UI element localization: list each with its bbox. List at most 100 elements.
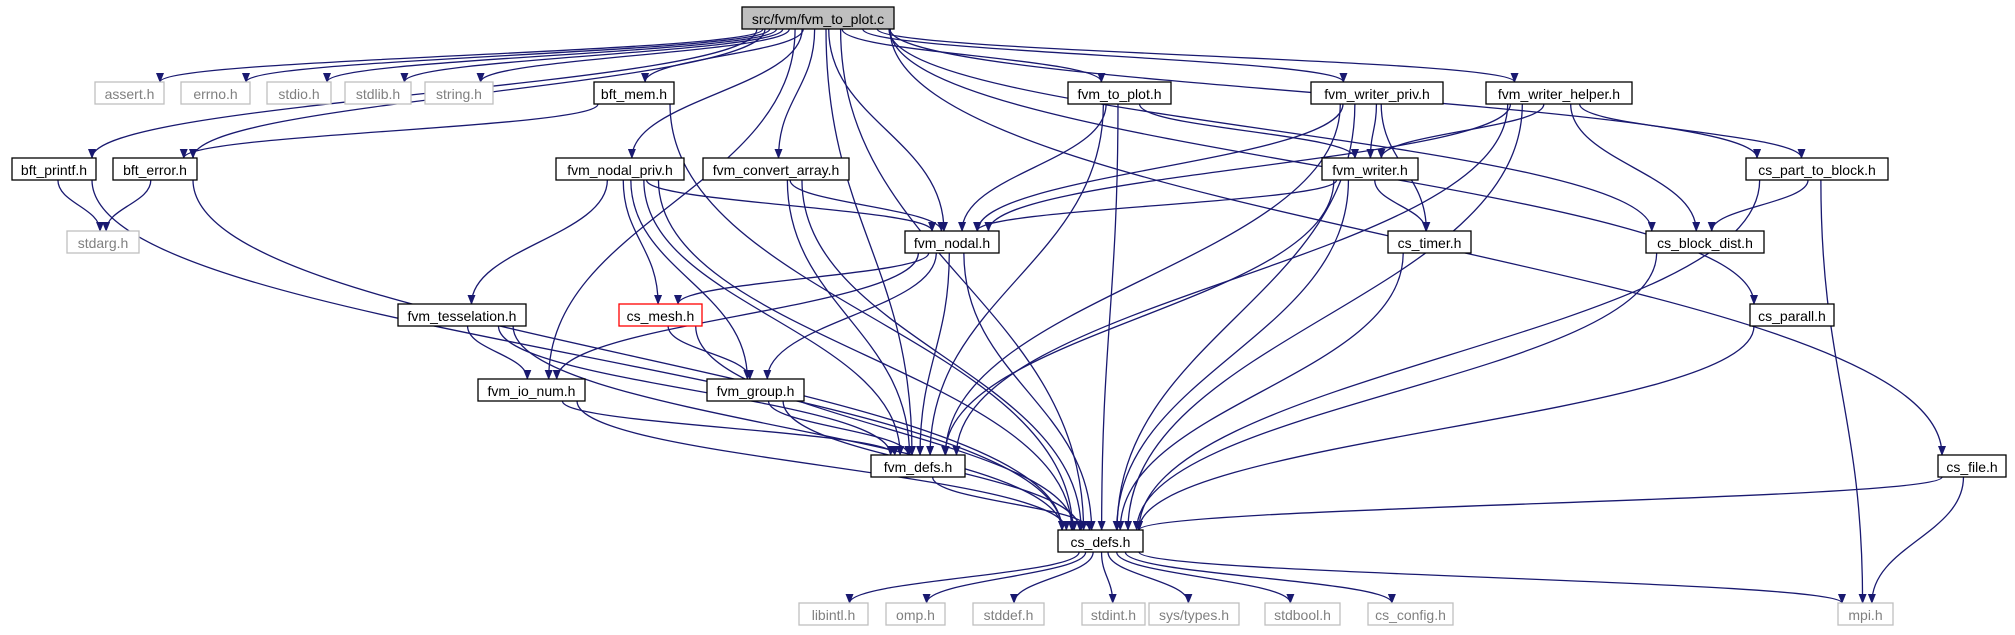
edge-cs-timer-to-cs-defs xyxy=(1116,252,1404,531)
node-label: sys/types.h xyxy=(1159,607,1229,623)
node-fvm-writer[interactable]: fvm_writer.h xyxy=(1321,157,1419,181)
node-label: fvm_writer_helper.h xyxy=(1498,86,1620,102)
edge-cs-defs-to-mpi xyxy=(1138,551,1846,604)
edge-cs-defs-to-omp xyxy=(922,551,1087,604)
node-cs-defs[interactable]: cs_defs.h xyxy=(1057,529,1144,553)
node-fvm-defs[interactable]: fvm_defs.h xyxy=(870,454,966,478)
node-box xyxy=(1081,602,1146,626)
node-label: fvm_writer_priv.h xyxy=(1324,86,1430,102)
edge-fvm-nodal-to-fvm-group xyxy=(763,252,937,380)
edge-root-to-stdlib xyxy=(400,28,784,83)
node-label: cs_timer.h xyxy=(1398,235,1462,251)
node-box xyxy=(1321,157,1419,181)
node-cs-timer[interactable]: cs_timer.h xyxy=(1387,230,1472,254)
node-label: assert.h xyxy=(105,86,155,102)
node-bft-error[interactable]: bft_error.h xyxy=(112,157,198,181)
node-fvm-nodal-priv[interactable]: fvm_nodal_priv.h xyxy=(555,157,685,181)
edge-cs-part-to-block-to-mpi xyxy=(1820,179,1867,604)
edge-fvm-tesselation-to-cs-defs xyxy=(512,325,1067,531)
node-box xyxy=(798,602,869,626)
node-bft-mem[interactable]: bft_mem.h xyxy=(593,81,675,105)
edge-fvm-group-to-fvm-defs xyxy=(767,400,913,456)
node-fvm-nodal[interactable]: fvm_nodal.h xyxy=(904,230,1000,254)
edge-fvm-io-num-to-cs-defs xyxy=(576,400,1071,531)
node-cs-block-dist[interactable]: cs_block_dist.h xyxy=(1645,230,1765,254)
node-box xyxy=(885,602,946,626)
edge-fvm-to-plot-h-to-fvm-defs xyxy=(926,103,1105,456)
node-stdint: stdint.h xyxy=(1081,602,1146,626)
node-cs-part-to-block[interactable]: cs_part_to_block.h xyxy=(1745,157,1889,181)
edge-fvm-nodal-priv-to-fvm-defs xyxy=(643,179,905,456)
edge-fvm-nodal-priv-to-cs-mesh xyxy=(622,179,663,305)
edge-fvm-writer-priv-to-cs-defs xyxy=(1113,103,1356,531)
node-label: bft_printf.h xyxy=(21,162,87,178)
node-label: cs_defs.h xyxy=(1071,534,1131,550)
edge-fvm-writer-to-fvm-nodal xyxy=(973,179,1338,232)
edge-root-to-fvm-to-plot-h xyxy=(841,28,1106,83)
edge-root-to-bft-mem xyxy=(641,28,804,83)
node-box xyxy=(1057,529,1144,553)
edge-fvm-writer-helper-to-fvm-writer xyxy=(1377,103,1545,159)
edge-fvm-to-plot-h-to-cs-defs xyxy=(1097,103,1119,531)
edge-root-to-string xyxy=(476,28,790,83)
edge-fvm-nodal-to-cs-defs xyxy=(963,252,1096,531)
edge-fvm-writer-helper-to-cs-defs xyxy=(1124,103,1523,531)
node-label: cs_file.h xyxy=(1946,459,1997,475)
node-fvm-writer-helper[interactable]: fvm_writer_helper.h xyxy=(1485,81,1633,105)
node-stddef: stddef.h xyxy=(972,602,1045,626)
node-fvm-io-num[interactable]: fvm_io_num.h xyxy=(477,378,586,402)
node-box xyxy=(1310,81,1444,105)
edge-root-to-fvm-writer-helper xyxy=(876,28,1519,83)
node-label: stdbool.h xyxy=(1274,607,1331,623)
edge-cs-defs-to-stdbool xyxy=(1116,551,1295,604)
edge-fvm-tesselation-to-fvm-io-num xyxy=(466,325,532,380)
node-box xyxy=(706,378,805,402)
edge-fvm-to-plot-h-to-fvm-nodal xyxy=(958,103,1107,232)
edge-root-to-fvm-convert-array xyxy=(774,28,816,159)
node-label: string.h xyxy=(436,86,482,102)
node-box xyxy=(1367,602,1454,626)
node-label: stdio.h xyxy=(278,86,319,102)
edge-fvm-io-num-to-fvm-defs xyxy=(561,400,899,456)
node-string: string.h xyxy=(424,81,494,105)
node-label: mpi.h xyxy=(1848,607,1882,623)
edge-root-to-fvm-io-num xyxy=(544,28,796,380)
node-box xyxy=(424,81,494,105)
node-box xyxy=(112,157,198,181)
node-box xyxy=(1148,602,1240,626)
edge-root-to-fvm-defs xyxy=(825,28,916,456)
edge-cs-defs-to-stdint xyxy=(1100,551,1117,604)
edge-fvm-convert-array-to-cs-defs xyxy=(801,179,1086,531)
node-fvm-to-plot-h[interactable]: fvm_to_plot.h xyxy=(1067,81,1172,105)
node-root[interactable]: src/fvm/fvm_to_plot.c xyxy=(741,6,895,30)
node-box xyxy=(1749,303,1835,327)
node-box xyxy=(180,81,251,105)
edge-fvm-convert-array-to-fvm-nodal xyxy=(789,179,946,232)
node-box xyxy=(1485,81,1633,105)
edge-bft-error-to-cs-defs xyxy=(192,179,1066,531)
node-label: fvm_nodal_priv.h xyxy=(567,162,673,178)
node-label: stddef.h xyxy=(984,607,1034,623)
edge-root-to-cs-defs xyxy=(839,28,1088,531)
edge-root-to-cs-block-dist xyxy=(888,28,1656,232)
node-box xyxy=(555,157,685,181)
node-cs-parall[interactable]: cs_parall.h xyxy=(1749,303,1835,327)
node-label: bft_mem.h xyxy=(601,86,667,102)
node-box xyxy=(1264,602,1341,626)
node-bft-printf[interactable]: bft_printf.h xyxy=(11,157,97,181)
node-box xyxy=(94,81,165,105)
edge-fvm-to-plot-h-to-fvm-writer xyxy=(1138,103,1359,159)
node-label: stdlib.h xyxy=(356,86,400,102)
node-box xyxy=(397,303,527,327)
node-box xyxy=(66,230,140,254)
node-fvm-tesselation[interactable]: fvm_tesselation.h xyxy=(397,303,527,327)
node-label: fvm_defs.h xyxy=(884,459,952,475)
edge-fvm-nodal-priv-to-fvm-tesselation xyxy=(467,179,609,305)
node-cs-mesh[interactable]: cs_mesh.h xyxy=(618,303,703,327)
node-errno: errno.h xyxy=(180,81,251,105)
node-cs-file[interactable]: cs_file.h xyxy=(1937,454,2007,478)
node-fvm-group[interactable]: fvm_group.h xyxy=(706,378,805,402)
node-label: fvm_nodal.h xyxy=(914,235,990,251)
node-fvm-convert-array[interactable]: fvm_convert_array.h xyxy=(702,157,850,181)
node-fvm-writer-priv[interactable]: fvm_writer_priv.h xyxy=(1310,81,1444,105)
